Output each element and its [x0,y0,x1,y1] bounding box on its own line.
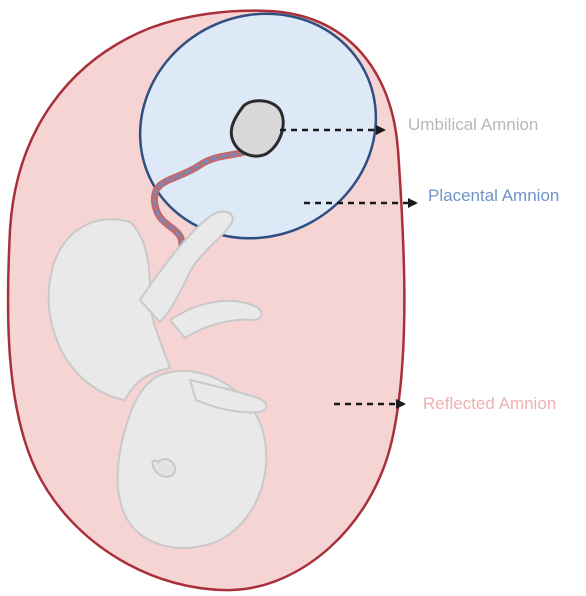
reflected-amnion-label: Reflected Amnion [423,395,556,412]
placental-amnion-label: Placental Amnion [428,187,559,204]
umbilical-amnion-label: Umbilical Amnion [408,116,538,133]
